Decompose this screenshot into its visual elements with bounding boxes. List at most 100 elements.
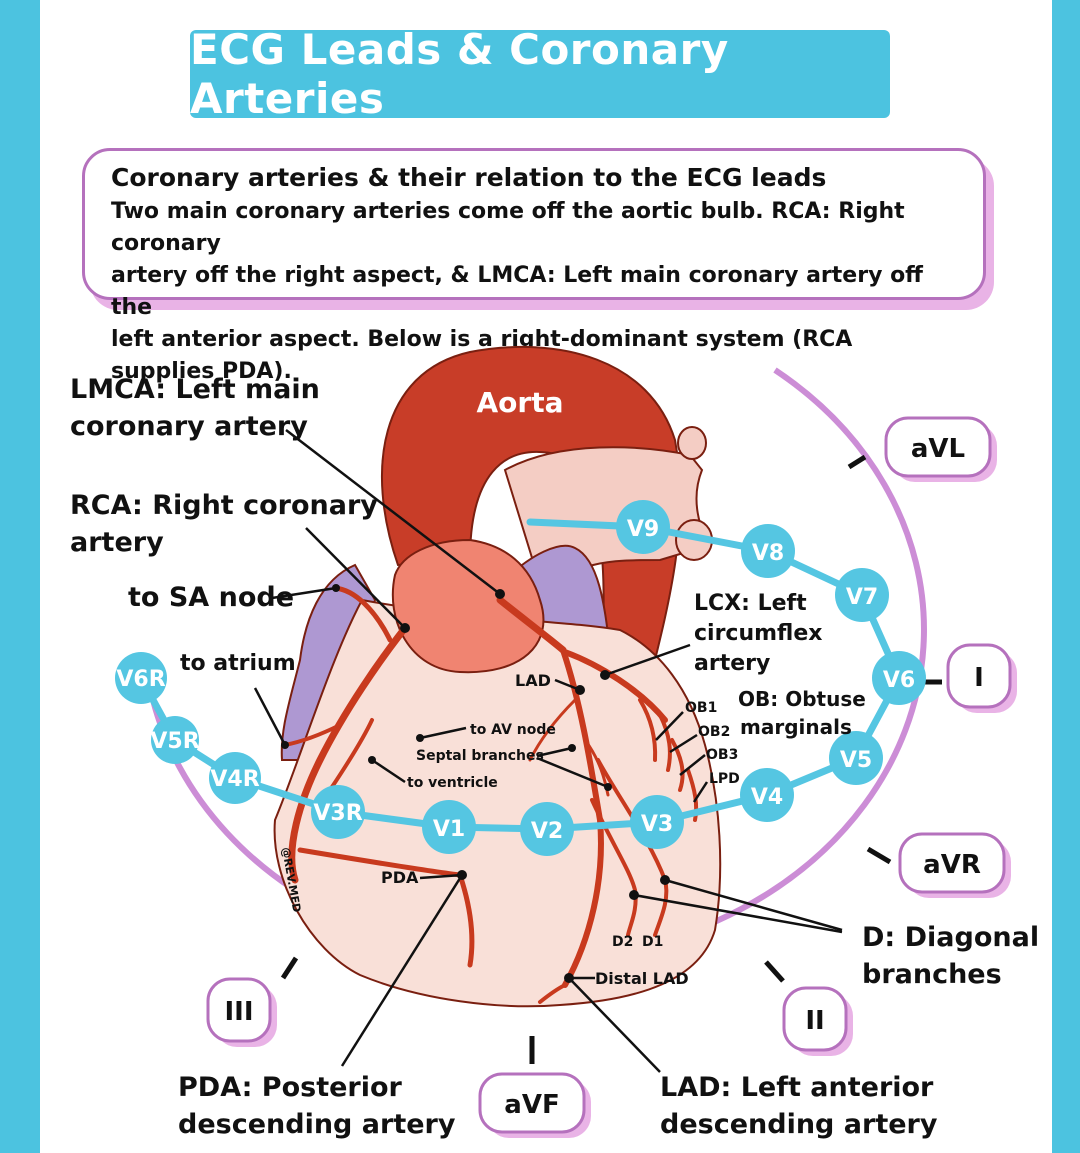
info-box: Coronary arteries & their relation to th… [82, 148, 986, 384]
leader-diag-2 [633, 893, 843, 934]
info-line-2: artery off the right aspect, & LMCA: Lef… [111, 263, 924, 320]
diag-label-line2: branches [862, 959, 1002, 990]
left-frame-border [0, 0, 40, 1153]
node-v5r [151, 716, 199, 764]
badge-ii [782, 986, 848, 1052]
label-v3: V3 [641, 812, 673, 837]
badge-avf [478, 1072, 586, 1134]
aortic-bulb [391, 538, 545, 674]
dot-septal-1 [568, 744, 576, 752]
ob1-branch [638, 698, 658, 762]
pda-label-line1: PDA: Posterior [178, 1072, 403, 1103]
leader-ob1 [655, 711, 684, 741]
label-i: I [974, 663, 984, 693]
ob2-label: OB2 [698, 724, 730, 740]
leader-lad [568, 977, 661, 1073]
node-v3r [311, 785, 365, 839]
label-avr: aVR [923, 850, 981, 880]
leader-septal-2 [536, 756, 609, 789]
dot-lad-short [575, 685, 585, 695]
leader-pda [340, 874, 464, 1067]
label-v4: V4 [751, 785, 783, 810]
dot-rca [400, 623, 410, 633]
leader-septal-1 [536, 746, 573, 758]
sa-node-label: to SA node [128, 582, 294, 613]
label-avf: aVF [504, 1090, 559, 1120]
d1-label: D1 [642, 934, 663, 950]
label-v3r: V3R [313, 801, 362, 826]
lmca-label-line2: coronary artery [70, 411, 308, 442]
ventricle-branch [328, 718, 374, 792]
leader-lcx [604, 643, 691, 677]
to-atrium-label: to atrium [180, 651, 296, 676]
ob3-branch [670, 738, 685, 792]
leader-ob2 [669, 733, 698, 754]
lad-short-label: LAD [515, 671, 551, 690]
rca-trunk [288, 624, 409, 884]
node-v9 [616, 500, 670, 554]
node-v5 [829, 731, 883, 785]
label-v6: V6 [883, 668, 915, 693]
lpd-branch [686, 768, 699, 822]
info-body: Two main coronary arteries come off the … [111, 196, 957, 388]
badge-avr [898, 832, 1006, 894]
sa-node-branch [332, 585, 393, 643]
dot-to-ventricle [368, 756, 376, 764]
leader-lmca [285, 429, 501, 595]
rca-label-line1: RCA: Right coronary [70, 490, 378, 521]
node-v8 [741, 524, 795, 578]
label-iii: III [224, 997, 253, 1027]
leader-lpd [692, 781, 709, 803]
leader-sa-node [271, 586, 337, 600]
avr-tick [866, 846, 892, 865]
ob2-branch [658, 713, 672, 772]
to-av-node-label: to AV node [470, 722, 556, 738]
leader-to-atrium [253, 687, 287, 746]
limb-lead-badges: aVL I aVR II aVF III [206, 416, 1017, 1138]
septal-branch-1 [528, 698, 577, 762]
node-v4 [740, 768, 794, 822]
node-v6 [872, 651, 926, 705]
d2-label: D2 [612, 934, 633, 950]
leader-pda-short [419, 873, 463, 880]
badge-iii [206, 977, 272, 1043]
node-v1 [422, 800, 476, 854]
lmca-label-line1: LMCA: Left main [70, 374, 320, 405]
label-avl: aVL [911, 434, 965, 464]
distal-lad-label: Distal LAD [595, 969, 689, 988]
node-v4r [209, 752, 261, 804]
label-v5: V5 [840, 748, 872, 773]
leader-lines [253, 429, 843, 1073]
leader-dots [281, 584, 670, 983]
node-v3 [630, 795, 684, 849]
leader-ob3 [679, 754, 706, 776]
dot-to-atrium [281, 741, 289, 749]
septal-branch-2 [583, 738, 610, 797]
chest-lead-nodes: V6R V5R V4R V3R V1 V2 V3 V4 V5 V6 V7 V8 … [115, 500, 926, 856]
lmca-trunk [496, 596, 567, 654]
node-v2 [520, 802, 574, 856]
dot-pda-short [457, 870, 467, 880]
pda-short-label: PDA [381, 868, 419, 887]
lcx-label-line1: LCX: Left [694, 591, 807, 616]
leader-diag-1 [664, 878, 843, 932]
node-v7 [835, 568, 889, 622]
lpd-label: LPD [709, 771, 740, 787]
pulmonary-opening-top [677, 426, 707, 460]
lad-label-line2: descending artery [660, 1109, 938, 1140]
iii-tick [280, 956, 299, 980]
lcx-artery [562, 649, 668, 723]
lcx-label-line3: artery [694, 651, 770, 676]
avl-tick [847, 454, 867, 470]
diagonal-branch-2 [590, 798, 638, 937]
dot-distal-lad [564, 973, 574, 983]
septal-label: Septal branches [416, 748, 544, 764]
diagonal-branch-1 [596, 758, 669, 937]
ii-tick [764, 960, 785, 983]
label-v4r: V4R [210, 767, 259, 792]
label-v8: V8 [752, 541, 784, 566]
ob-label-line1: OB: Obtuse [738, 687, 866, 711]
info-line-3: left anterior aspect. Below is a right-d… [111, 327, 853, 384]
